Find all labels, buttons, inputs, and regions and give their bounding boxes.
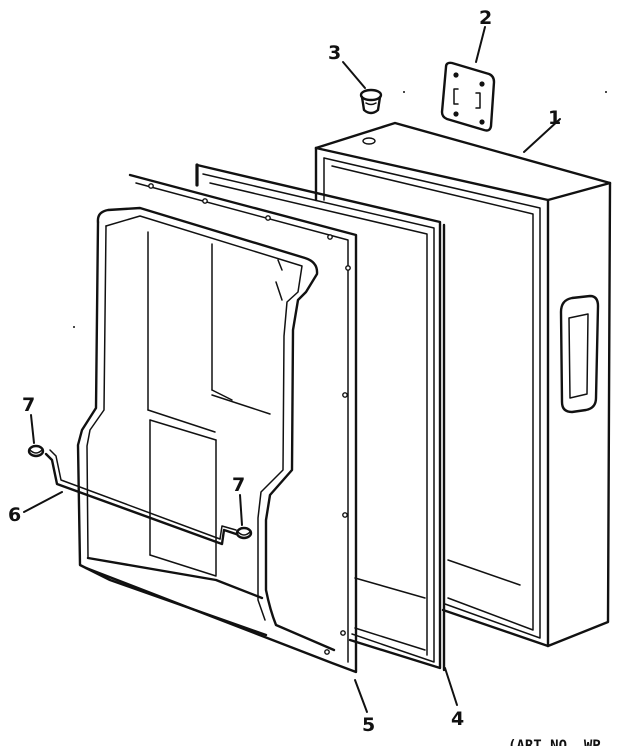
part-7-end-cap-right (235, 526, 253, 540)
callout-4: 4 (451, 708, 464, 730)
leader-3 (342, 61, 366, 89)
part-5-inner-door-liner (76, 173, 358, 674)
callout-labels: 1 2 3 4 5 6 7 7 (8, 7, 561, 736)
part-7-end-cap-left (27, 444, 45, 458)
leader-6 (23, 491, 63, 513)
part-2-hinge-plate (440, 61, 496, 132)
callout-6: 6 (8, 504, 21, 526)
part-1-outer-door-panel (314, 121, 612, 648)
part-4-gasket (195, 163, 446, 672)
callout-1: 1 (548, 107, 561, 129)
leader-1 (523, 118, 561, 153)
leader-4 (444, 667, 458, 706)
part-3-plug (359, 88, 383, 115)
callout-3: 3 (328, 42, 341, 64)
art-number: (ART NO. WP (508, 738, 601, 746)
callout-5: 5 (362, 714, 375, 736)
callout-7-left: 7 (22, 394, 35, 416)
leader-2 (475, 26, 486, 63)
leader-5 (354, 679, 368, 713)
leader-7a (30, 414, 35, 444)
leader-lines (23, 26, 561, 713)
leader-7b (239, 494, 243, 526)
part-6-door-rack-bar (44, 449, 238, 546)
callout-2: 2 (479, 7, 492, 29)
callout-7-right: 7 (232, 474, 245, 496)
